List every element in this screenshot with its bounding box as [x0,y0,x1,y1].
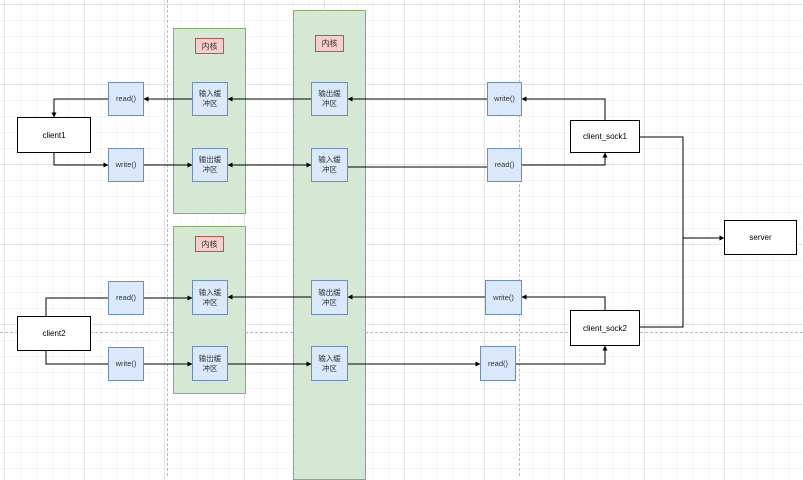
arrow-client1-to-write [53,153,109,168]
kernel-group-client1[interactable] [173,28,246,214]
client2-node[interactable]: client2 [17,316,91,351]
line-sock2-to-server [640,238,684,328]
write-box[interactable]: write() [108,347,144,381]
server-node[interactable]: server [724,220,797,255]
output-buffer[interactable]: 输出缓冲区 [311,280,348,315]
output-buffer[interactable]: 输出缓冲区 [192,148,228,182]
kernel-tag: 内核 [315,35,344,52]
kernel-tag: 内核 [195,236,224,252]
write-box[interactable]: write() [485,280,522,315]
input-buffer[interactable]: 输入缓冲区 [192,280,228,315]
input-buffer[interactable]: 输入缓冲区 [311,148,348,182]
line-sock1-to-server [640,136,684,238]
client-sock1-node[interactable]: client_sock1 [570,120,640,153]
write-box[interactable]: write() [487,82,522,116]
arrow-read-to-client2 [45,297,108,316]
read-box[interactable]: read() [487,148,522,182]
read-box[interactable]: read() [480,346,516,381]
input-buffer[interactable]: 输入缓冲区 [311,346,348,381]
arrow-read-to-sock2 [516,345,608,365]
arrow-sock2-to-write [521,294,606,310]
page-guide-vertical [167,0,168,476]
read-box[interactable]: read() [108,82,144,116]
arrow-client2-to-write [45,350,108,365]
page-guide-horizontal [0,332,803,333]
output-buffer[interactable]: 输出缓冲区 [311,82,348,116]
input-buffer[interactable]: 输入缓冲区 [192,82,228,116]
write-box[interactable]: write() [108,148,144,182]
arrow-read-to-sock1 [522,152,608,166]
output-buffer[interactable]: 输出缓冲区 [192,346,228,381]
client1-node[interactable]: client1 [17,117,91,153]
arrow-read-to-client1 [51,98,108,118]
read-box[interactable]: read() [108,281,144,315]
kernel-tag: 内核 [195,38,224,54]
client-sock2-node[interactable]: client_sock2 [570,310,640,346]
arrow-sock1-to-write [521,96,606,120]
page-guide-vertical [519,0,520,476]
